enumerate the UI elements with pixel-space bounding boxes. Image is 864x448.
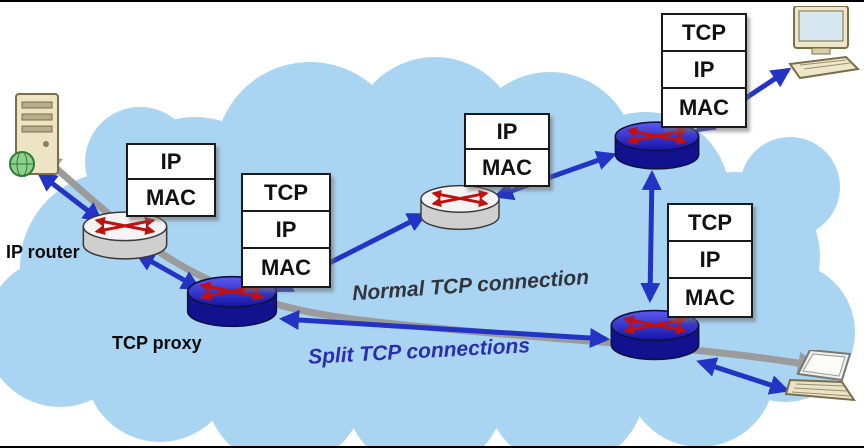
- stack-cell-ip: IP: [128, 145, 214, 180]
- desktop-computer-icon: [788, 5, 861, 85]
- protocol-stack-bottom-right-router: TCP IP MAC: [667, 203, 753, 318]
- stack-cell-tcp: TCP: [243, 175, 329, 212]
- stack-cell-tcp: TCP: [669, 205, 751, 242]
- arrow-middle-top-right-router: [493, 150, 617, 201]
- middle-router-icon: [416, 178, 504, 242]
- stack-cell-tcp: TCP: [663, 15, 745, 52]
- stack-cell-ip: IP: [466, 115, 548, 150]
- protocol-stack-tcp-proxy: TCP IP MAC: [241, 173, 331, 288]
- stack-cell-mac: MAC: [128, 180, 214, 215]
- stack-cell-mac: MAC: [669, 279, 751, 316]
- tcp-proxy-label: TCP proxy: [112, 333, 202, 353]
- protocol-stack-top-right-router: TCP IP MAC: [661, 13, 747, 128]
- stack-cell-mac: MAC: [243, 249, 329, 286]
- laptop-icon: [784, 348, 862, 417]
- protocol-stack-ip-router: IP MAC: [126, 143, 216, 217]
- arrow-server-ip-router: [36, 171, 104, 223]
- stack-cell-mac: MAC: [466, 150, 548, 185]
- split-tcp-connections-arrow: [279, 310, 610, 348]
- stack-cell-ip: IP: [663, 52, 745, 89]
- stack-cell-ip: IP: [243, 212, 329, 249]
- server-icon: [6, 92, 68, 185]
- stack-cell-ip: IP: [669, 242, 751, 279]
- protocol-stack-middle-router: IP MAC: [464, 113, 550, 187]
- ip-router-label: IP router: [6, 242, 80, 262]
- arrow-ip-router-tcp-proxy: [134, 251, 202, 291]
- arrow-top-right-bottom-right-router: [640, 170, 662, 303]
- stack-cell-mac: MAC: [663, 89, 745, 126]
- arrow-bottom-right-router-laptop: [696, 357, 790, 395]
